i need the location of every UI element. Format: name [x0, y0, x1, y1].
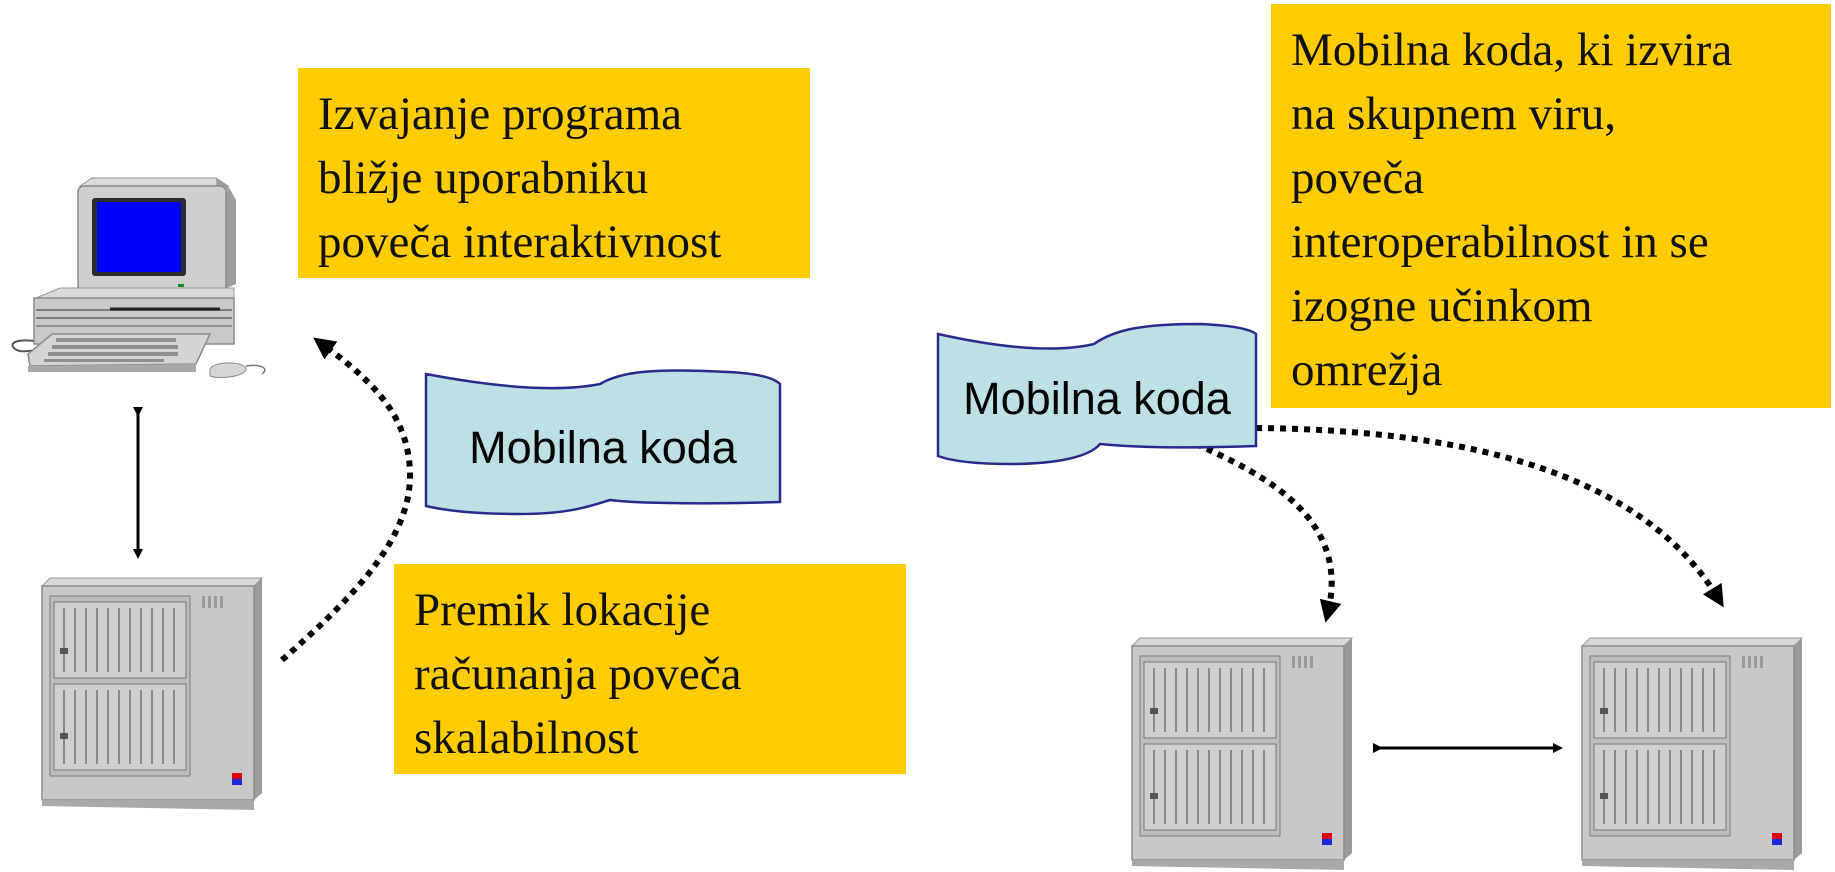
dotted-arrow	[1194, 441, 1342, 623]
note-line: Izvajanje programa	[318, 88, 683, 140]
desktop-computer-icon	[11, 177, 266, 379]
note-line: omrežja	[1291, 344, 1443, 396]
note-line: skalabilnost	[414, 712, 639, 764]
note-line: izogne učinkom	[1291, 280, 1593, 332]
note-line: poveča	[1291, 152, 1425, 204]
mobile-code-banner-right: Mobilna koda	[936, 322, 1258, 466]
dotted-arrow	[280, 337, 414, 663]
note-line: Premik lokacije	[414, 584, 711, 636]
server-icon	[1131, 637, 1353, 871]
note-line: bližje uporabniku	[318, 152, 649, 204]
server-icon	[1581, 637, 1803, 871]
note-line: na skupnem viru,	[1291, 88, 1617, 140]
note-scalability: Premik lokacije računanja poveča skalabi…	[394, 564, 906, 774]
dotted-arrow	[1255, 425, 1724, 608]
banner-label: Mobilna koda	[469, 422, 738, 473]
note-line: poveča interaktivnost	[318, 216, 722, 268]
mobile-code-banner-left: Mobilna koda	[424, 369, 782, 516]
banner-label: Mobilna koda	[963, 373, 1232, 424]
note-line: interoperabilnost in se	[1291, 216, 1709, 268]
note-interactivity: Izvajanje programa bližje uporabniku pov…	[298, 68, 810, 278]
server-icon	[41, 577, 263, 811]
note-line: Mobilna koda, ki izvira	[1291, 24, 1733, 76]
note-interoperability: Mobilna koda, ki izvira na skupnem viru,…	[1271, 4, 1831, 408]
note-line: računanja poveča	[414, 648, 742, 700]
